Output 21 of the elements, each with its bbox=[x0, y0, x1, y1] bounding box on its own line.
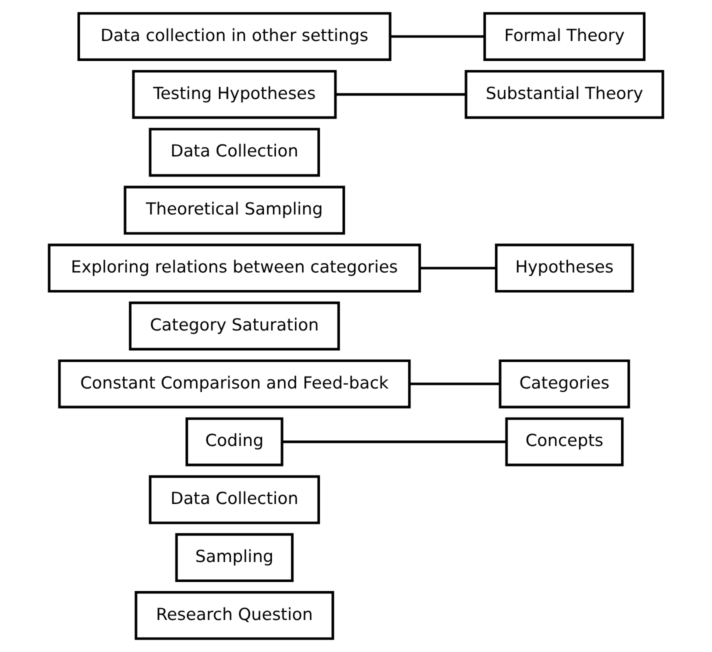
node-box: Formal Theory bbox=[483, 12, 646, 61]
connector bbox=[390, 35, 484, 38]
node-box: Hypotheses bbox=[494, 244, 634, 293]
node-box: Category Saturation bbox=[128, 302, 340, 350]
connector bbox=[420, 266, 496, 270]
node-box: Sampling bbox=[175, 533, 294, 582]
node-box: Concepts bbox=[505, 417, 624, 466]
node-box: Coding bbox=[186, 417, 284, 466]
node-box: Exploring relations between categories bbox=[48, 244, 421, 293]
node-box: Substantial Theory bbox=[464, 70, 664, 119]
connector bbox=[336, 93, 466, 96]
node-box: Testing Hypotheses bbox=[132, 70, 337, 119]
node-box: Data collection in other settings bbox=[77, 12, 392, 61]
node-box: Data Collection bbox=[148, 475, 320, 524]
node-box: Constant Comparison and Feed-back bbox=[58, 359, 411, 408]
node-box: Data Collection bbox=[148, 128, 320, 177]
connector bbox=[282, 440, 506, 444]
node-box: Research Question bbox=[134, 591, 334, 640]
connector bbox=[409, 382, 500, 386]
node-box: Theoretical Sampling bbox=[124, 186, 346, 235]
node-box: Categories bbox=[498, 359, 630, 408]
